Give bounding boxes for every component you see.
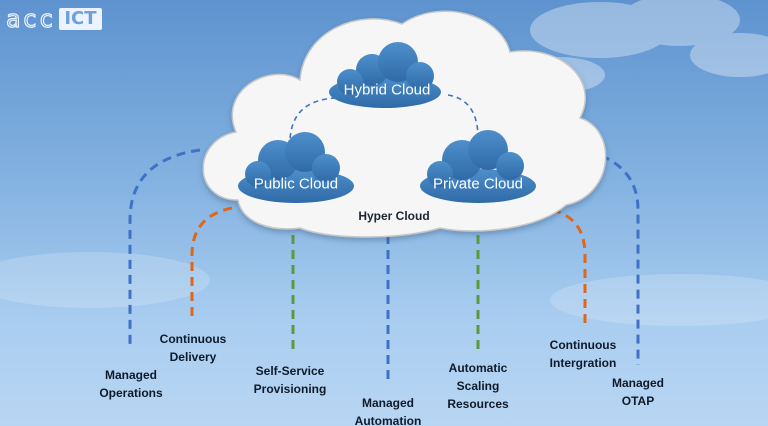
service-self-service-provisioning: Self-Service Provisioning [253,364,327,396]
public-cloud-label: Public Cloud [253,175,339,193]
acc-ict-logo: acc ICT [5,5,102,33]
service-continuous-delivery: Continuous Delivery [159,332,227,364]
link-hybrid-private [447,94,479,139]
hybrid-cloud-shape [329,42,441,108]
service-continuous-integration: Continuous Intergration [549,338,617,370]
connector-continuous-integration [551,208,587,325]
service-automatic-scaling-resources: Automatic Scaling Resources [447,361,509,411]
logo-badge: ICT [59,8,102,30]
private-cloud-label: Private Cloud [432,175,524,193]
logo-brand-text: acc [5,5,56,33]
hyper-cloud-label: Hyper Cloud [358,209,430,223]
service-managed-automation: Managed Automation [354,396,422,426]
connector-managed-operations [128,148,201,345]
link-hybrid-public [289,97,337,141]
service-managed-otap: Managed OTAP [611,376,665,408]
private-cloud-shape [420,130,536,203]
public-cloud-shape [238,132,354,203]
hybrid-cloud-label: Hybrid Cloud [343,81,431,99]
connector-continuous-delivery [190,206,233,320]
service-managed-operations: Managed Operations [99,368,163,400]
